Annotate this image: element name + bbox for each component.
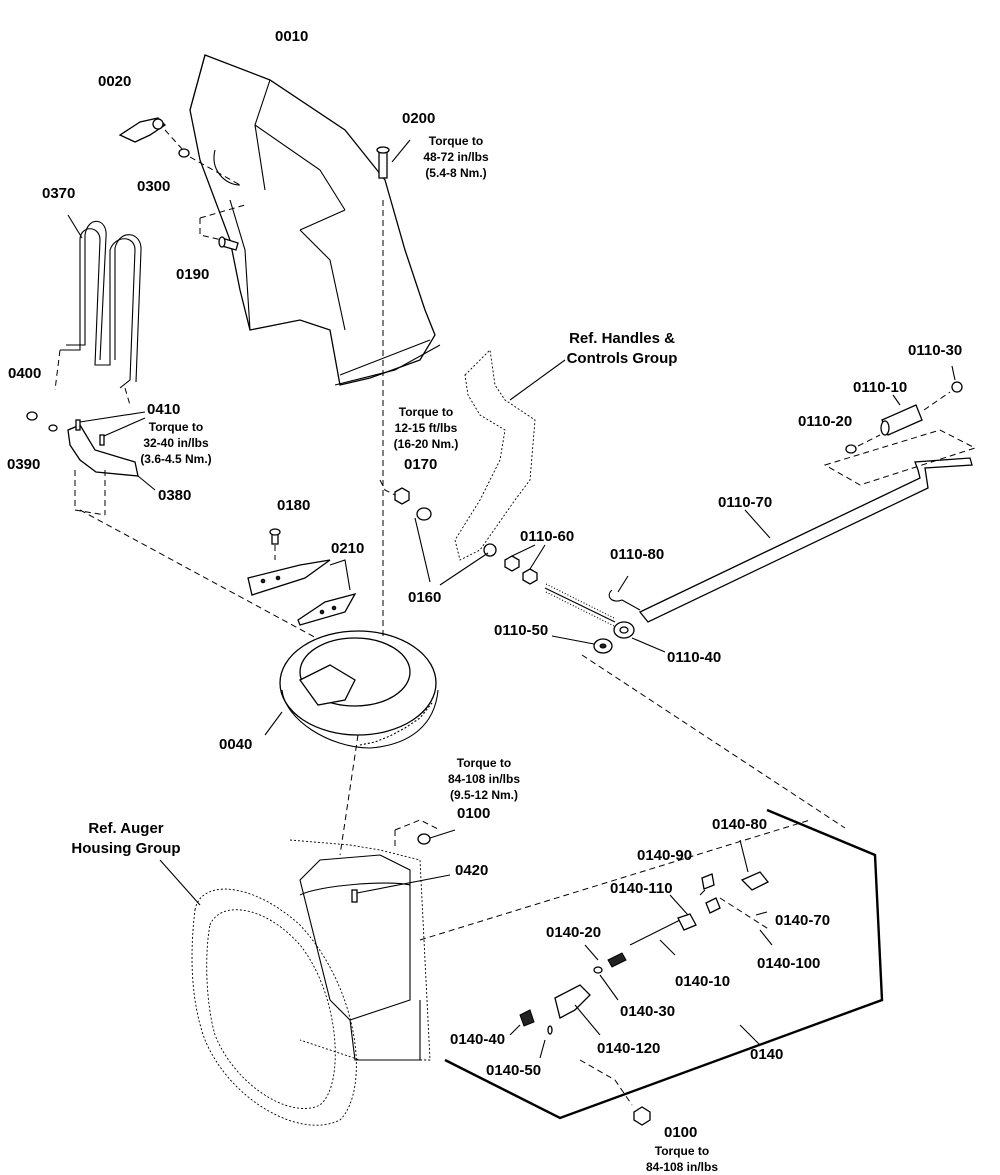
label-0020: 0020	[98, 73, 131, 90]
note-0170-l2: 12-15 ft/lbs	[395, 421, 458, 435]
label-0110-20: 0110-20	[798, 413, 852, 430]
sleeve-0110-10	[845, 365, 963, 454]
torque-notes: Torque to 48-72 in/lbs (5.4-8 Nm.) Torqu…	[140, 134, 718, 1174]
part-0110-50	[551, 635, 846, 829]
nut-0170	[379, 479, 432, 583]
label-0040: 0040	[219, 736, 252, 753]
label-0010: 0010	[275, 28, 308, 45]
label-0370: 0370	[42, 185, 75, 202]
label-0170: 0170	[404, 456, 437, 473]
label-0140-100: 0140-100	[757, 955, 820, 972]
label-0140-20: 0140-20	[546, 924, 601, 941]
label-0140-80: 0140-80	[712, 816, 767, 833]
label-0110-10: 0110-10	[853, 379, 907, 396]
bolt-0190	[199, 204, 246, 251]
ring-0040	[264, 200, 439, 856]
ref-handles-l1: Ref. Handles &	[569, 330, 675, 347]
control-assembly-0140	[419, 808, 884, 1126]
knob-0020	[118, 117, 241, 186]
note-0200-l1: Torque to	[429, 134, 483, 148]
label-0300: 0300	[137, 178, 170, 195]
label-0140: 0140	[750, 1046, 783, 1063]
label-0390: 0390	[7, 456, 40, 473]
label-0400: 0400	[8, 365, 41, 382]
part-labels: 0010 0020 0300 0200 0370 0190 0400 0390 …	[7, 28, 962, 1141]
note-0200-l2: 48-72 in/lbs	[423, 150, 489, 164]
ref-handles-l2: Controls Group	[567, 350, 678, 367]
ref-auger-l1: Ref. Auger	[88, 820, 163, 837]
auger-housing	[159, 819, 456, 1126]
label-0200: 0200	[402, 110, 435, 127]
note-0100a-l3: (9.5-12 Nm.)	[450, 788, 518, 802]
ref-auger-l2: Housing Group	[71, 840, 180, 857]
label-0140-70: 0140-70	[775, 912, 830, 929]
note-0100a-l1: Torque to	[457, 756, 511, 770]
rod-0110-70	[638, 429, 977, 623]
label-0110-50: 0110-50	[494, 622, 548, 639]
chute-0010	[189, 54, 441, 386]
label-0140-90: 0140-90	[637, 847, 692, 864]
nut-0110-60	[439, 543, 546, 586]
note-0200-l3: (5.4-8 Nm.)	[425, 166, 486, 180]
label-0410: 0410	[147, 401, 180, 418]
ref-handles-ghost	[454, 349, 566, 561]
label-0210: 0210	[331, 540, 364, 557]
label-0110-30: 0110-30	[908, 342, 962, 359]
label-0140-40: 0140-40	[450, 1031, 505, 1048]
note-0100b-l2: 84-108 in/lbs	[646, 1160, 718, 1174]
bracket-assembly-0380	[26, 411, 156, 516]
label-0140-10: 0140-10	[675, 973, 730, 990]
eyebolt-0110-40	[544, 583, 666, 653]
label-0100-top: 0100	[457, 805, 490, 822]
label-0110-40: 0110-40	[667, 649, 721, 666]
pin-0110-80	[608, 575, 641, 611]
label-0140-120: 0140-120	[597, 1040, 660, 1057]
note-0170-l1: Torque to	[399, 405, 453, 419]
label-0140-50: 0140-50	[486, 1062, 541, 1079]
label-0100-bottom: 0100	[664, 1124, 697, 1141]
bolt-0200	[376, 139, 411, 179]
label-0110-70: 0110-70	[718, 494, 772, 511]
label-0110-60: 0110-60	[520, 528, 574, 545]
label-0140-30: 0140-30	[620, 1003, 675, 1020]
note-0410-l1: Torque to	[149, 420, 203, 434]
label-0110-80: 0110-80	[610, 546, 664, 563]
label-0180: 0180	[277, 497, 310, 514]
reference-labels: Ref. Handles & Controls Group Ref. Auger…	[71, 330, 677, 857]
label-0140-110: 0140-110	[610, 880, 673, 897]
plates-0210	[79, 509, 357, 641]
label-0420: 0420	[455, 862, 488, 879]
label-0380: 0380	[158, 487, 191, 504]
label-0160: 0160	[408, 589, 441, 606]
note-0410-l2: 32-40 in/lbs	[143, 436, 209, 450]
note-0170-l3: (16-20 Nm.)	[394, 437, 459, 451]
note-0410-l3: (3.6-4.5 Nm.)	[140, 452, 211, 466]
note-0100b-l1: Torque to	[655, 1144, 709, 1158]
note-0100a-l2: 84-108 in/lbs	[448, 772, 520, 786]
label-0190: 0190	[176, 266, 209, 283]
wire-0370	[54, 214, 142, 406]
